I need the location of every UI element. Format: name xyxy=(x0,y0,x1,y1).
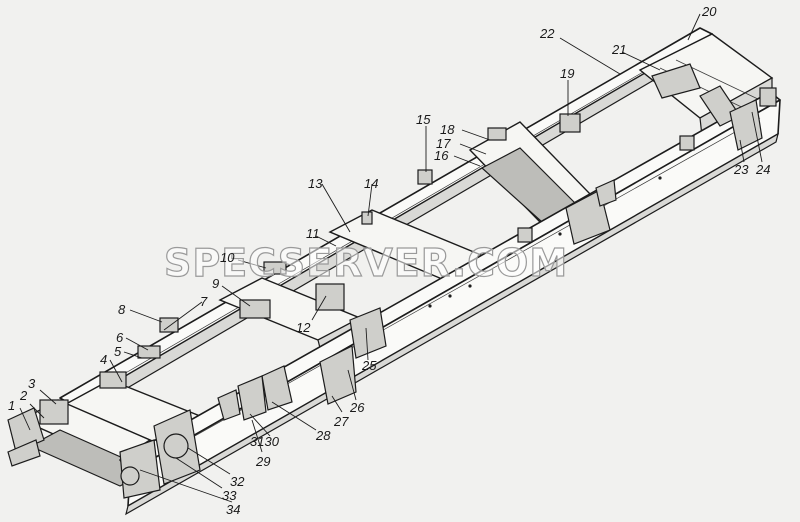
callout-29: 29 xyxy=(255,454,270,469)
callout-12: 12 xyxy=(296,320,311,335)
callout-15: 15 xyxy=(416,112,431,127)
callout-24: 24 xyxy=(755,162,770,177)
callout-16: 16 xyxy=(434,148,449,163)
callout-9: 9 xyxy=(212,276,219,291)
callout-6: 6 xyxy=(116,330,124,345)
callout-10: 10 xyxy=(220,250,235,265)
callout-26: 26 xyxy=(349,400,365,415)
callout-labels: 1 2 3 4 5 6 7 8 9 10 11 12 13 14 15 16 1… xyxy=(8,4,770,517)
callout-14: 14 xyxy=(364,176,378,191)
near-side-member xyxy=(119,91,781,516)
callout-5: 5 xyxy=(114,344,122,359)
callout-22: 22 xyxy=(539,26,555,41)
callout-3130: 3130 xyxy=(250,434,280,449)
callout-1: 1 xyxy=(8,398,15,413)
watermark: SPECSERVER.COM xyxy=(164,241,568,285)
callout-17: 17 xyxy=(436,136,451,151)
callout-19: 19 xyxy=(560,66,574,81)
callout-28: 28 xyxy=(315,428,331,443)
callout-21: 21 xyxy=(611,42,626,57)
callout-8: 8 xyxy=(118,302,126,317)
callout-2: 2 xyxy=(19,388,28,403)
callout-13: 13 xyxy=(308,176,323,191)
callout-32: 32 xyxy=(230,474,245,489)
leader-lines xyxy=(19,13,763,503)
callout-27: 27 xyxy=(333,414,349,429)
callout-20: 20 xyxy=(701,4,717,19)
callout-4: 4 xyxy=(100,352,107,367)
callout-3: 3 xyxy=(28,376,36,391)
callout-11: 11 xyxy=(306,226,320,241)
callout-7: 7 xyxy=(200,294,208,309)
callout-33: 33 xyxy=(222,488,237,503)
callout-34: 34 xyxy=(226,502,240,517)
callout-18: 18 xyxy=(440,122,455,137)
callout-25: 25 xyxy=(361,358,377,373)
callout-23: 23 xyxy=(733,162,749,177)
